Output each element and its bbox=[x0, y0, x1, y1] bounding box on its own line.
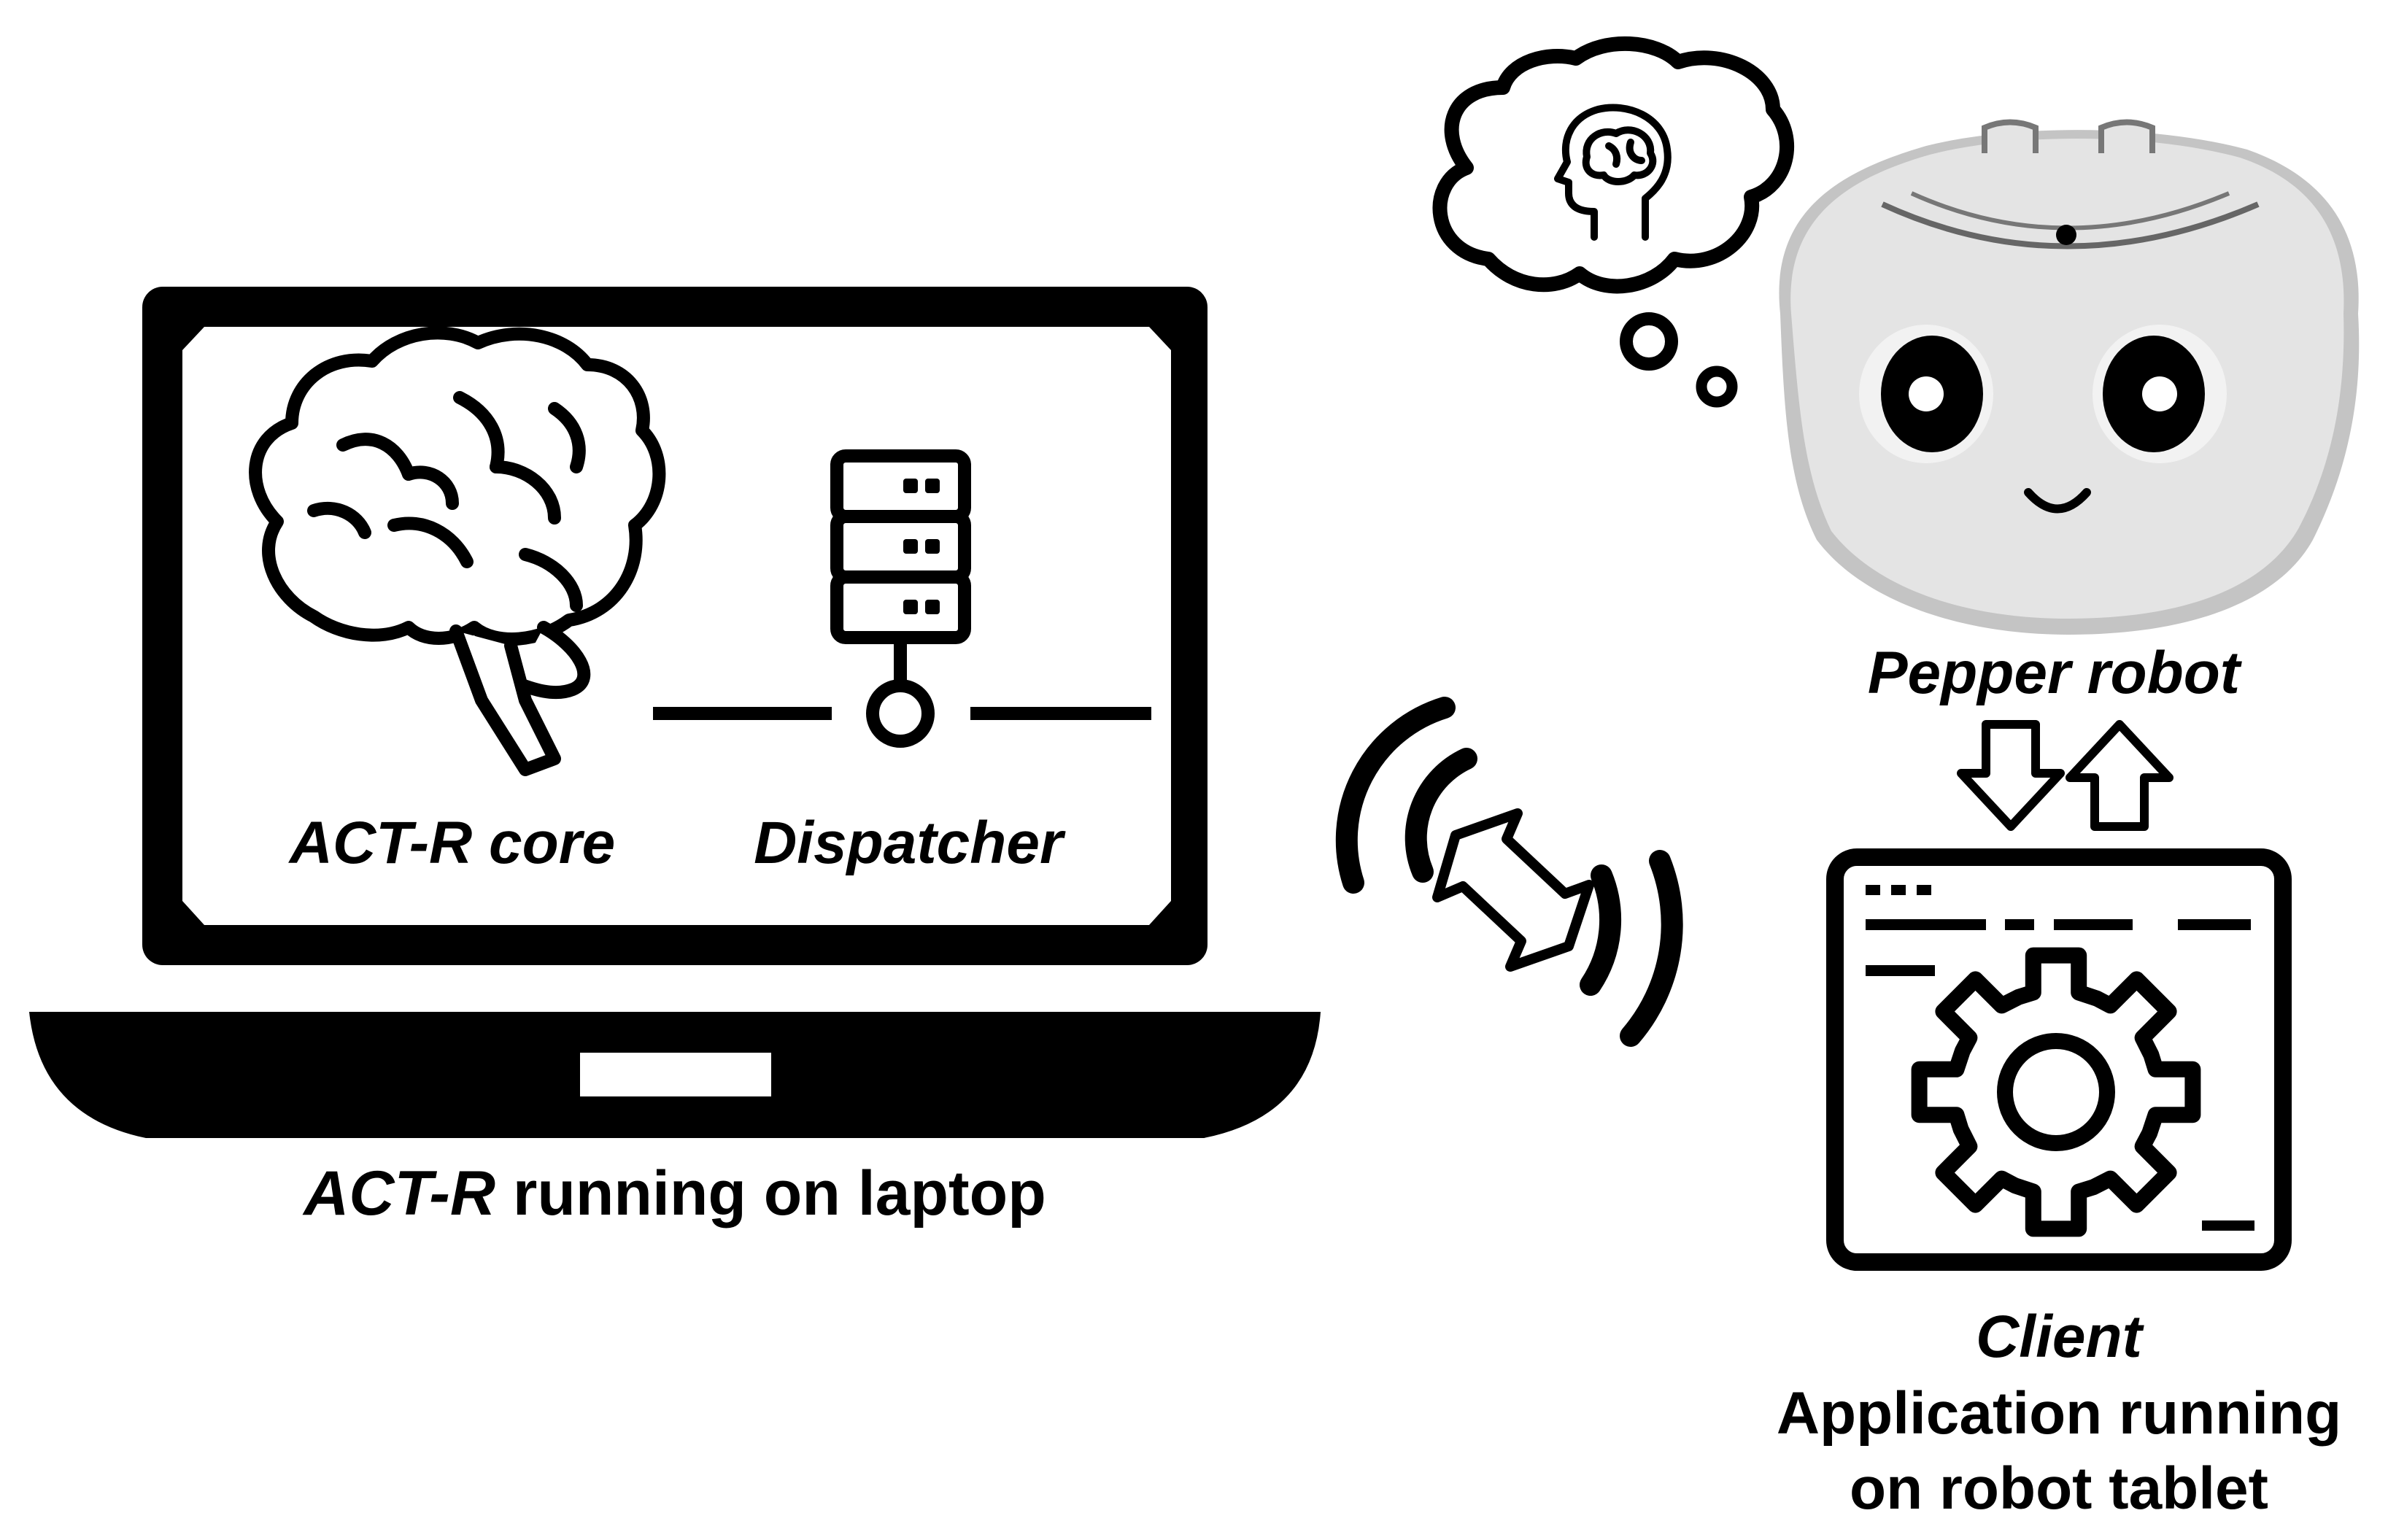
laptop-caption-rest: running on laptop bbox=[495, 1158, 1046, 1228]
gear-icon bbox=[1911, 947, 2201, 1237]
double-arrow-icon bbox=[1432, 808, 1594, 972]
brain-icon bbox=[249, 326, 666, 776]
server-icon bbox=[653, 449, 1151, 748]
dispatcher-label: Dispatcher bbox=[754, 810, 1066, 876]
client-label: Client bbox=[1976, 1304, 2144, 1370]
arrow-down-icon bbox=[1957, 720, 2065, 831]
pepper-robot-label: Pepper robot bbox=[1868, 640, 2243, 706]
client-desc-line-2: on robot tablet bbox=[1850, 1455, 2268, 1522]
arrow-up-icon bbox=[2066, 720, 2173, 831]
actr-core-label: ACT-R core bbox=[288, 810, 616, 876]
robot-head-icon bbox=[1779, 119, 2360, 635]
thought-bubble-icon bbox=[1432, 36, 1795, 408]
wireless-signal-icon bbox=[1335, 697, 1683, 1047]
head-brain-icon bbox=[1554, 104, 1672, 241]
laptop-caption-actr: ACT-R bbox=[302, 1158, 495, 1228]
laptop-caption: ACT-R running on laptop bbox=[302, 1158, 1046, 1228]
client-desc-line-1: Application running bbox=[1777, 1380, 2341, 1447]
